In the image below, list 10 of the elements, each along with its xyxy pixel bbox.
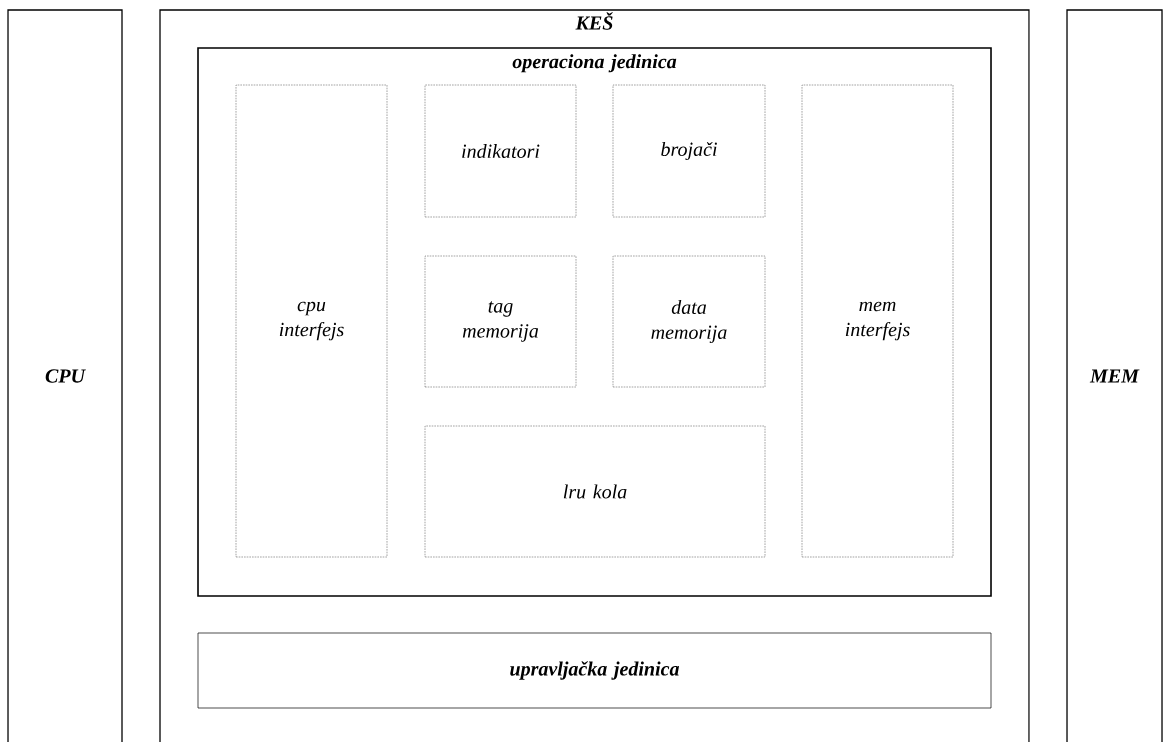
block-box: mem interfejs: [801, 84, 954, 558]
module-box: MEM: [1066, 9, 1163, 742]
block-box: brojači: [612, 84, 766, 218]
block-box: indikatori: [424, 84, 577, 218]
block-box: lru kola: [424, 425, 766, 558]
block-box: cpu interfejs: [235, 84, 388, 558]
unit-box: upravljačka jedinica: [197, 632, 992, 709]
block-box: tag memorija: [424, 255, 577, 388]
block-box: data memorija: [612, 255, 766, 388]
module-box: CPU: [7, 9, 123, 742]
